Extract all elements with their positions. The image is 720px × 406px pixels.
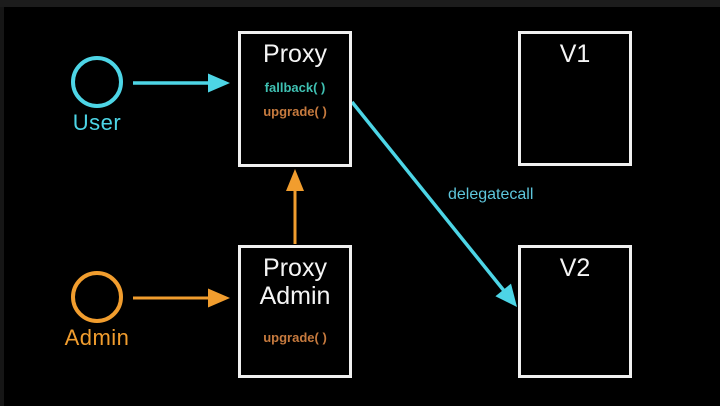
admin-to-proxy-admin-arrow xyxy=(133,288,230,308)
arrowhead-icon xyxy=(208,73,230,93)
frame-top-strip xyxy=(0,0,720,7)
proxy-admin-to-proxy-arrow xyxy=(286,169,304,244)
frame-left-strip xyxy=(0,7,4,406)
arrowhead-icon xyxy=(495,283,517,307)
arrowhead-icon xyxy=(208,288,230,308)
arrowhead-icon xyxy=(286,169,304,191)
proxy-node: Proxy fallback( ) upgrade( ) xyxy=(238,31,352,167)
v1-node-title: V1 xyxy=(559,40,591,68)
proxy-method-upgrade: upgrade( ) xyxy=(263,104,327,119)
user-actor-label: User xyxy=(72,110,122,135)
user-actor-icon xyxy=(71,56,123,108)
proxy-node-title: Proxy xyxy=(263,40,327,68)
proxy-admin-method-upgrade: upgrade( ) xyxy=(263,330,327,345)
v2-node: V2 xyxy=(518,245,632,378)
delegatecall-edge-label: delegatecall xyxy=(448,186,534,203)
user-to-proxy-arrow xyxy=(133,73,230,93)
proxy-admin-node: Proxy Admin upgrade( ) xyxy=(238,245,352,378)
proxy-to-v2-delegatecall-arrow xyxy=(350,100,517,307)
admin-actor-label: Admin xyxy=(64,325,130,350)
v2-node-title: V2 xyxy=(559,254,591,282)
admin-actor-icon xyxy=(71,271,123,323)
proxy-method-fallback: fallback( ) xyxy=(264,80,326,95)
v1-node: V1 xyxy=(518,31,632,166)
proxy-admin-node-title: Proxy Admin xyxy=(259,254,331,310)
